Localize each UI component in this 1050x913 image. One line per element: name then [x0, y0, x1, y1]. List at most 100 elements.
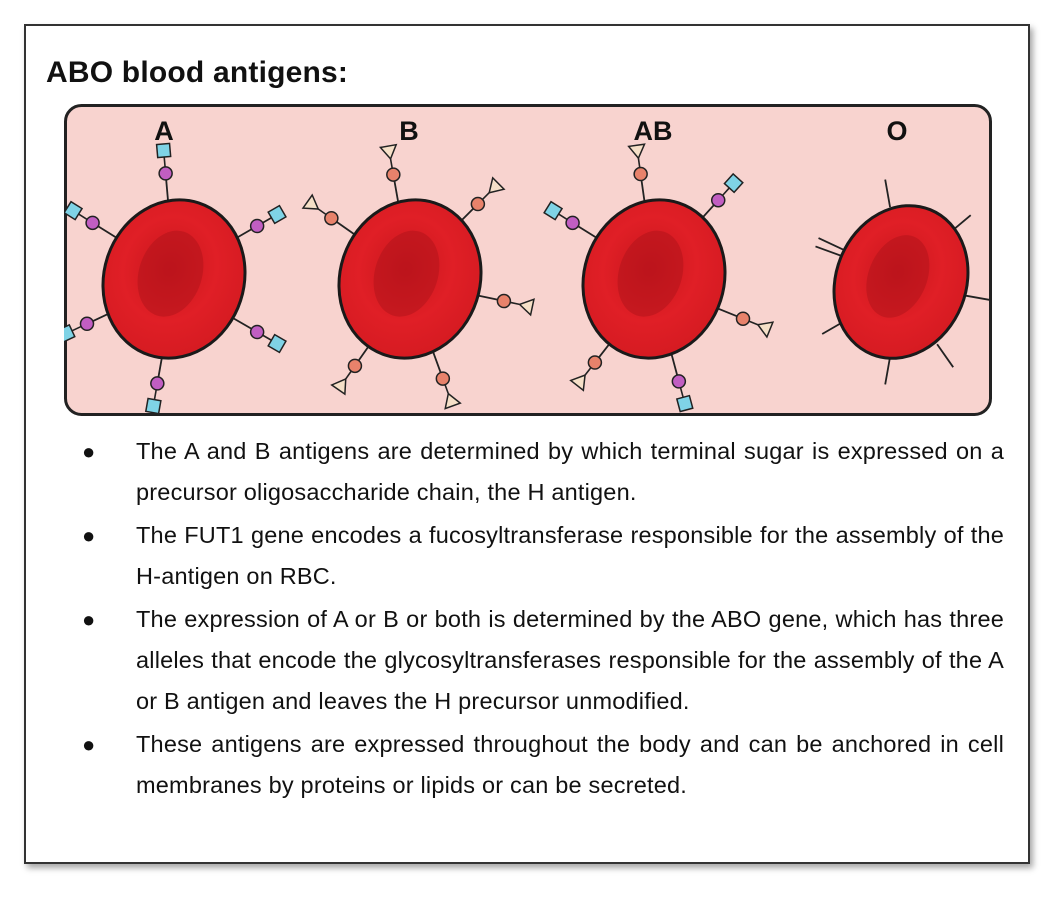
b-sugar-circle-icon — [435, 371, 451, 386]
a-sugar-circle-icon — [249, 324, 265, 340]
a-sugar-circle-icon — [150, 376, 165, 391]
antigen-link — [153, 389, 158, 400]
bullet-text: The A and B antigens are determined by w… — [136, 438, 1004, 505]
cell-label-b: B — [399, 116, 419, 146]
a-antigen-square-icon — [155, 142, 172, 159]
b-sugar-circle-icon — [324, 210, 339, 226]
bullet-text: The expression of A or B or both is dete… — [136, 606, 1004, 714]
diagram-panel-background — [64, 104, 992, 416]
h-antigen-stalk — [884, 356, 891, 385]
antigen-stalk — [640, 179, 646, 202]
a-antigen-square-icon — [267, 204, 287, 225]
antigen-stalk — [232, 317, 253, 330]
a-sugar-circle-icon — [249, 218, 265, 234]
antigen-link — [72, 325, 82, 332]
b-antigen-triangle-icon — [488, 176, 506, 194]
antigen-link — [444, 383, 450, 394]
blood-type-diagram: A B AB O — [64, 104, 992, 416]
bullet-text: The FUT1 gene encodes a fucosyltransfera… — [136, 522, 1004, 589]
b-antigen-triangle-icon — [444, 392, 462, 410]
a-sugar-circle-icon — [671, 374, 687, 389]
b-antigen-triangle-icon — [756, 321, 775, 339]
bullet-text: These antigens are expressed throughout … — [136, 731, 1004, 798]
antigen-link — [481, 192, 490, 201]
bullet-list: ● The A and B antigens are determined by… — [66, 431, 1004, 808]
antigen-stalk — [165, 179, 169, 202]
blood-cells-svg: A B AB O — [64, 104, 992, 416]
bullet-item: ● The expression of A or B or both is de… — [66, 599, 1004, 722]
antigen-link — [679, 386, 684, 398]
info-card: ABO blood antigens: A B AB O ● The A and… — [24, 24, 1030, 864]
antigen-link — [345, 370, 353, 380]
b-antigen-triangle-icon — [627, 143, 646, 160]
antigen-link — [163, 157, 166, 168]
red-blood-cell-ab — [543, 143, 775, 413]
h-antigen-stalk — [815, 245, 843, 257]
antigen-link — [637, 158, 641, 169]
antigen-link — [261, 334, 272, 341]
page-title: ABO blood antigens: — [46, 56, 349, 89]
antigen-link — [509, 301, 520, 306]
bullet-dot-icon: ● — [82, 523, 96, 548]
a-antigen-square-icon — [267, 333, 287, 354]
a-antigen-square-icon — [64, 323, 76, 344]
bullet-dot-icon: ● — [82, 607, 96, 632]
red-blood-cell-a — [64, 142, 287, 415]
a-antigen-square-icon — [723, 172, 744, 194]
b-sugar-circle-icon — [386, 167, 401, 182]
antigen-stalk — [432, 351, 442, 374]
cell-center-shading — [617, 230, 684, 317]
a-antigen-square-icon — [144, 397, 162, 415]
b-sugar-circle-icon — [587, 355, 603, 370]
b-sugar-circle-icon — [496, 293, 512, 309]
bullet-item: ● These antigens are expressed throughou… — [66, 724, 1004, 806]
h-antigen-stalk — [818, 237, 845, 251]
a-antigen-square-icon — [675, 394, 694, 413]
h-antigen-stalk — [936, 343, 954, 368]
a-sugar-circle-icon — [158, 166, 173, 181]
antigen-stalk — [335, 220, 355, 235]
antigen-link — [721, 187, 730, 197]
red-blood-cell-o — [815, 179, 991, 385]
b-sugar-circle-icon — [347, 358, 363, 374]
antigen-stalk — [393, 180, 400, 203]
a-sugar-circle-icon — [79, 316, 95, 332]
b-antigen-triangle-icon — [378, 143, 398, 161]
antigen-link — [317, 208, 327, 216]
b-antigen-triangle-icon — [330, 377, 347, 396]
a-antigen-square-icon — [64, 200, 84, 221]
antigen-stalk — [476, 294, 499, 301]
h-antigen-stalk — [884, 179, 891, 208]
antigen-link — [748, 320, 759, 326]
bullet-item: ● The A and B antigens are determined by… — [66, 431, 1004, 513]
b-antigen-triangle-icon — [301, 193, 320, 210]
b-sugar-circle-icon — [735, 311, 751, 326]
cell-label-a: A — [154, 116, 174, 146]
antigen-link — [261, 217, 272, 224]
antigen-stalk — [157, 355, 164, 378]
antigen-stalk — [577, 225, 597, 239]
antigen-link — [558, 213, 568, 221]
a-antigen-square-icon — [543, 200, 564, 221]
bullet-dot-icon: ● — [82, 732, 96, 757]
antigen-stalk — [716, 307, 738, 318]
b-sugar-circle-icon — [633, 166, 648, 182]
cell-center-shading — [866, 235, 930, 318]
antigen-stalk — [97, 225, 117, 239]
a-sugar-circle-icon — [710, 192, 726, 208]
bullet-dot-icon: ● — [82, 439, 96, 464]
b-sugar-circle-icon — [470, 196, 486, 212]
antigen-link — [389, 158, 394, 169]
red-blood-cell-b — [301, 143, 535, 410]
bullet-item: ● The FUT1 gene encodes a fucosyltransfe… — [66, 515, 1004, 597]
cell-label-ab: AB — [634, 116, 673, 146]
a-sugar-circle-icon — [85, 215, 100, 231]
cell-center-shading — [137, 230, 204, 317]
antigen-stalk — [670, 354, 679, 376]
b-antigen-triangle-icon — [518, 298, 535, 317]
b-antigen-triangle-icon — [569, 374, 586, 392]
antigen-link — [584, 366, 592, 376]
cell-label-o: O — [886, 116, 907, 146]
a-sugar-circle-icon — [565, 215, 580, 231]
antigen-link — [78, 213, 88, 221]
